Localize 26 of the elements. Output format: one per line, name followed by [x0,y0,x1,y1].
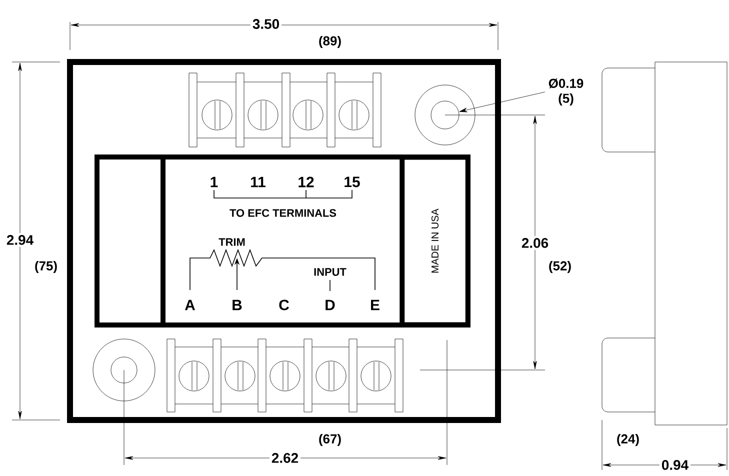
mounting-hole [430,100,460,130]
label-panel: MADE IN USA [400,154,470,328]
terminal-number: 12 [298,176,314,188]
dimension-text: 2.94 [4,233,36,247]
terminal-number: 11 [251,176,266,188]
dimension-text: (89) [316,34,344,50]
dimension-text: 3.50 [250,17,282,31]
dimension-text: (75) [32,258,60,276]
terminal-letter: C [279,300,289,310]
label-text: TRIM [218,238,245,246]
dimension-text: (67) [316,432,344,448]
terminal-letter: B [232,300,242,310]
terminal-number: 15 [344,176,360,188]
leader-line [459,92,546,112]
terminal-number: 1 [210,176,218,188]
dimension-text: 0.94 [659,458,691,472]
dimension-text: 2.06 [519,236,551,250]
dimension-text: (52) [546,258,574,276]
dimension-text: (24) [614,432,642,448]
terminal-letter: A [184,300,195,310]
terminal-letter: E [371,300,380,310]
terminal-letter: D [326,300,335,310]
callout-text: Ø0.19 (5) [548,78,584,106]
label-text: TO EFC TERMINALS [230,209,336,217]
label-text: INPUT [314,268,346,276]
dimension-text: 2.62 [269,451,301,465]
